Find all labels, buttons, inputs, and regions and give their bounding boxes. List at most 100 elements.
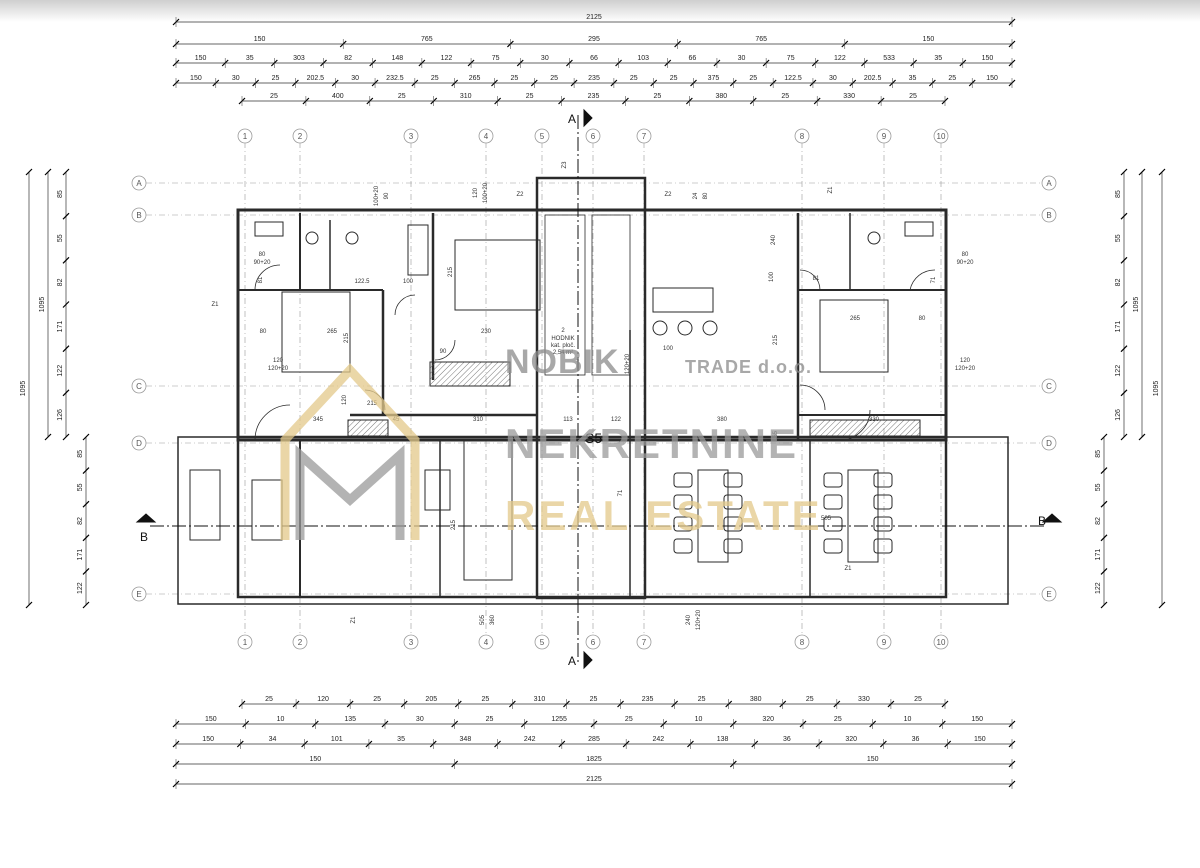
interior-label: 505 (480, 614, 486, 625)
dining-chair (823, 472, 843, 488)
dimension-value: 82 (1115, 278, 1122, 286)
dimension-tick (1100, 567, 1108, 575)
dimension-value: 126 (57, 409, 64, 421)
grid-label-column: 5 (540, 132, 545, 141)
dining-chair (873, 516, 893, 532)
dimension-value: 1095 (1133, 297, 1140, 313)
grid-label-column: 9 (882, 638, 887, 647)
dimension-value: 122 (834, 55, 846, 62)
dimension-value: 320 (762, 716, 774, 723)
bar-stool (652, 320, 668, 336)
interior-label: 120 (960, 358, 971, 364)
dimension-value: 310 (534, 696, 546, 703)
interior-label: 345 (313, 417, 324, 423)
section-arrow-b-left (135, 513, 157, 523)
dining-chair (723, 516, 743, 532)
grid-bubble-column (794, 128, 810, 144)
dimension-value: 348 (460, 736, 472, 743)
grid-label-column: 8 (800, 132, 805, 141)
dimension-value: 320 (845, 736, 857, 743)
grid-label-column: 4 (484, 132, 489, 141)
dimension-value: 101 (331, 736, 343, 743)
grid-bubble-column (292, 128, 308, 144)
dimension-tick (1100, 433, 1108, 441)
dimension-tick (62, 345, 70, 353)
watermark-logo-m (295, 444, 405, 540)
dimension-value: 380 (715, 93, 727, 100)
dimension-tick (62, 433, 70, 441)
interior-label: 120+20 (625, 353, 631, 374)
dimension-tick (1120, 256, 1128, 264)
dimension-tick (62, 301, 70, 308)
dining-chair (723, 538, 743, 554)
grid-label-column: 10 (937, 638, 946, 647)
interior-label: Z1 (211, 302, 219, 308)
grid-label-column: 5 (540, 638, 545, 647)
dimension-tick (1158, 168, 1166, 176)
dining-table (847, 469, 879, 563)
dimension-value: 120 (317, 696, 329, 703)
watermark: NOBIK TRADE d.o.o. NEKRETNINE REAL ESTAT… (280, 343, 820, 540)
grid-label-column: 2 (298, 132, 303, 141)
stair-core (535, 176, 647, 600)
grid-bubble-column (933, 128, 949, 144)
armchair (424, 469, 451, 511)
interior-label: 215 (451, 519, 457, 530)
grid-label-row: B (1046, 211, 1051, 220)
dining-chair (673, 538, 693, 554)
interior-label: 310 (473, 417, 484, 423)
hatched-wall (809, 419, 921, 437)
grid-label-column: 1 (243, 638, 248, 647)
grid-label-column: 3 (409, 638, 414, 647)
dining-chair (873, 494, 893, 510)
grid-bubble-row (1041, 586, 1057, 602)
dimension-value: 2125 (586, 14, 602, 21)
dimension-value: 35 (397, 736, 405, 743)
interior-label: 215 (448, 266, 454, 277)
section-lines (135, 108, 1063, 670)
grid-label-column: 9 (882, 132, 887, 141)
dimension-value: 202.5 (864, 75, 882, 82)
dimension-tick (1120, 301, 1128, 308)
dimension-value: 25 (510, 75, 518, 82)
dining-chair (723, 472, 743, 488)
lounger (189, 469, 221, 541)
interior-label: 265 (327, 329, 338, 335)
dimension-value: 126 (1115, 409, 1122, 421)
dimension-value: 10 (277, 716, 285, 723)
interior-label: 120+20 (268, 366, 289, 372)
interior-label: 80 (962, 252, 969, 258)
dimension-tick (1100, 500, 1108, 508)
grid-bubble-column (636, 634, 652, 650)
door-swing (909, 269, 936, 291)
dimension-tick (1120, 212, 1128, 220)
grid-bubble-column (237, 128, 253, 144)
dimension-value: 75 (492, 55, 500, 62)
grid-label-column: 1 (243, 132, 248, 141)
interior-label: 122.5 (354, 279, 370, 285)
grid-bubble-column (534, 634, 550, 650)
dimension-value: 150 (971, 716, 983, 723)
interior-label: 90 (440, 349, 447, 355)
grid-label-row: C (136, 382, 142, 391)
washbasin (904, 221, 934, 237)
section-arrow-b-right (1041, 513, 1063, 523)
watermark-logo-roof (280, 363, 420, 540)
dimension-value: 150 (982, 55, 994, 62)
lounger (251, 479, 283, 541)
dining-chairs (673, 472, 893, 554)
grid-label-column: 3 (409, 132, 414, 141)
bar-stool (677, 320, 693, 336)
interior-label: 240 (771, 234, 777, 245)
stair-room-name: HODNIK (551, 336, 574, 342)
interior-label: 240 (686, 614, 692, 625)
interior-label: 215 (773, 334, 779, 345)
dimension-value: 25 (590, 696, 598, 703)
interior-label: 24 (693, 192, 699, 199)
dimension-value: 765 (755, 36, 767, 43)
grid-label-column: 2 (298, 638, 303, 647)
watermark-company: NOBIK (505, 343, 620, 381)
dimension-tick (62, 168, 70, 176)
